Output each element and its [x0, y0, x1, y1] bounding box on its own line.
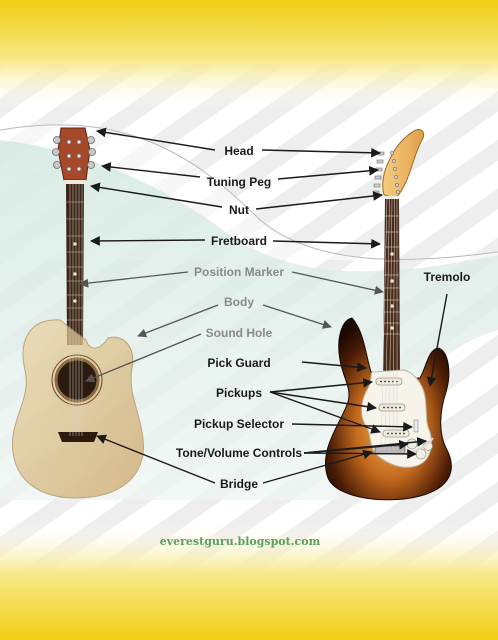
acoustic-neck [66, 184, 84, 345]
acoustic-tuning-pegs-icon [52, 136, 96, 172]
label-sound-hole: Sound Hole [206, 326, 273, 340]
label-arrows-light [79, 271, 384, 383]
electric-headstock [382, 129, 425, 199]
acoustic-frets [66, 201, 84, 321]
label-arrows [90, 127, 448, 484]
electric-strings [380, 198, 398, 451]
acoustic-headstock [57, 127, 91, 181]
acoustic-strings [69, 184, 83, 436]
credit-text: everestguru.blogspot.com [160, 535, 321, 548]
label-bridge: Bridge [220, 477, 258, 491]
label-nut: Nut [229, 203, 249, 217]
bottom-yellow-band [0, 520, 498, 640]
label-pick-guard: Pick Guard [207, 356, 270, 370]
top-yellow-band [0, 0, 498, 110]
sound-hole [54, 357, 100, 403]
electric-bridge [374, 445, 406, 455]
label-pickup-selector: Pickup Selector [194, 417, 284, 431]
label-fretboard: Fretboard [211, 234, 267, 248]
tone-volume-knobs-icon [406, 438, 433, 460]
label-body: Body [224, 295, 254, 309]
label-position-marker: Position Marker [194, 265, 284, 279]
acoustic-nut [64, 180, 86, 184]
acoustic-body [12, 319, 144, 499]
label-tremolo: Tremolo [424, 270, 471, 284]
electric-nut [384, 196, 400, 199]
pickup-selector [413, 419, 419, 433]
label-head: Head [224, 144, 253, 158]
acoustic-guitar [12, 127, 144, 499]
label-pickups: Pickups [216, 386, 262, 400]
label-tone-volume-controls: Tone/Volume Controls [176, 446, 303, 460]
acoustic-bridge [58, 432, 98, 442]
label-tuning-peg: Tuning Peg [207, 175, 271, 189]
